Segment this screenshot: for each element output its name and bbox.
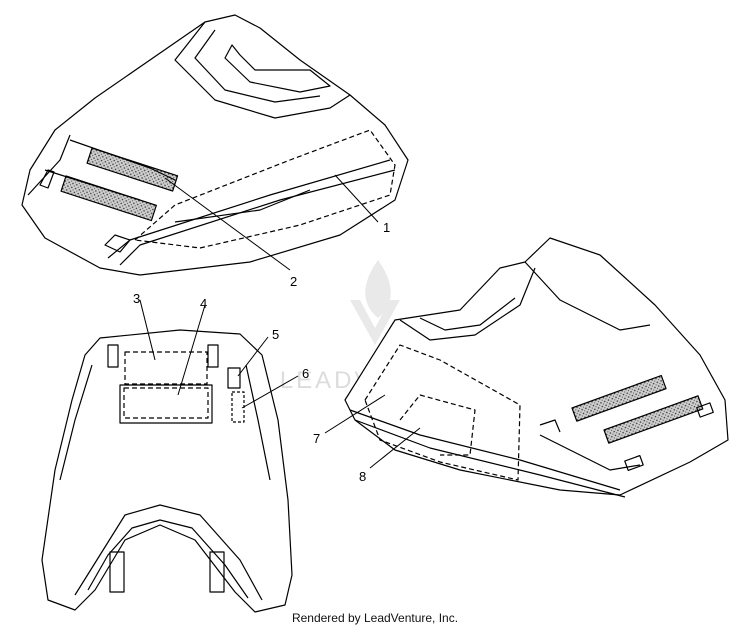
leadventure-watermark-logo — [350, 260, 400, 345]
callout-5: 5 — [272, 327, 279, 342]
foam-strip-upper — [86, 147, 179, 192]
vent-5 — [227, 367, 241, 389]
decal-outline-1 — [134, 129, 396, 249]
callout-4: 4 — [200, 296, 207, 311]
callout-8: 8 — [359, 469, 366, 484]
callout-3: 3 — [133, 291, 140, 306]
decal-outline-7-8 — [364, 344, 521, 481]
hood-outline-front — [41, 329, 293, 613]
hood-view-side — [344, 237, 729, 498]
hood-outline-side — [344, 237, 729, 496]
hood-outline-top — [21, 14, 409, 276]
leader-lines — [139, 174, 421, 469]
callout-6: 6 — [302, 366, 309, 381]
footer-credit: Rendered by LeadVenture, Inc. — [291, 611, 459, 625]
decal-outline-4 — [123, 387, 209, 419]
callout-2: 2 — [290, 274, 297, 289]
callout-7: 7 — [313, 431, 320, 446]
hood-view-top — [21, 14, 409, 276]
foam-strip-side-lower — [603, 395, 704, 444]
callout-1: 1 — [383, 220, 390, 235]
foam-strip-side-upper — [571, 374, 667, 422]
hood-view-front — [41, 329, 293, 613]
decal-outline-3 — [124, 351, 208, 385]
